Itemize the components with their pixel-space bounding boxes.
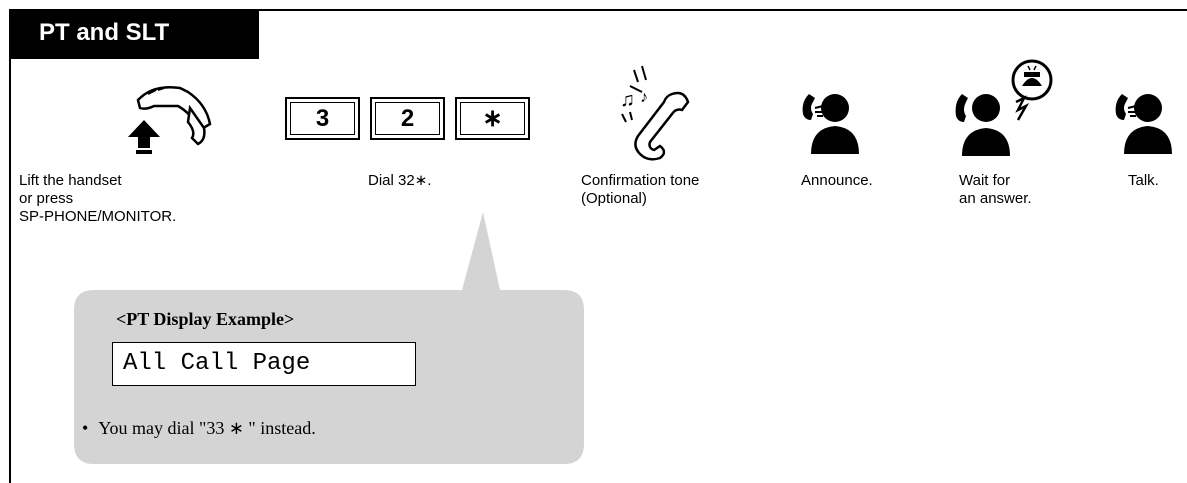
step-caption-announce: Announce. — [801, 172, 873, 189]
step-caption-wait: Wait for an answer. — [959, 172, 1032, 207]
pt-display-screen: All Call Page — [112, 342, 416, 386]
key-3: 3 — [285, 97, 360, 140]
talking-person-icon — [1115, 94, 1172, 154]
step-caption-confirmation-tone: Confirmation tone (Optional) — [581, 172, 700, 207]
section-header: PT and SLT — [9, 9, 259, 59]
note-text: You may dial "33 ∗ " instead. — [98, 418, 316, 438]
step-caption-lift-handset: Lift the handset or press SP-PHONE/MONIT… — [19, 172, 177, 225]
display-example-note: • You may dial "33 ∗ " instead. — [82, 418, 316, 439]
svg-text:♪: ♪ — [640, 89, 648, 106]
step-caption-dial: Dial 32∗. — [368, 172, 432, 189]
procedure-frame — [9, 9, 1187, 483]
speaking-person-icon — [802, 94, 859, 154]
key-2: 2 — [370, 97, 445, 140]
svg-text:♫: ♫ — [620, 89, 635, 111]
display-example-title: <PT Display Example> — [116, 309, 295, 329]
key-star: ∗ — [455, 97, 530, 140]
note-bullet: • — [82, 418, 89, 438]
lift-handset-icon — [128, 86, 212, 154]
ringing-handset-icon: ♫ ♪ — [620, 65, 690, 161]
step-caption-talk: Talk. — [1128, 172, 1159, 189]
waiting-person-icon — [955, 59, 1053, 156]
